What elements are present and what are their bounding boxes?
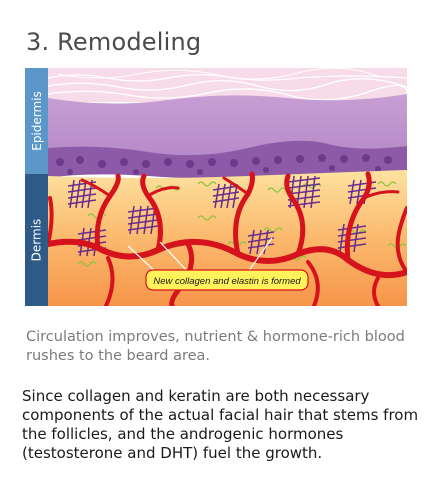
caption: Circulation improves, nutrient & hormone… bbox=[26, 329, 405, 364]
dermis-label: Dermis bbox=[25, 174, 48, 306]
dermis-label-text: Dermis bbox=[29, 218, 44, 262]
epidermis-label: Epidermis bbox=[25, 68, 48, 174]
dermis-layer bbox=[48, 170, 407, 306]
collagen-callout: New collagen and elastin is formed bbox=[145, 269, 309, 291]
skin-cross-section-diagram: New collagen and elastin is formed bbox=[48, 68, 407, 306]
basal-layer bbox=[48, 140, 407, 180]
collagen-callout-text: New collagen and elastin is formed bbox=[153, 276, 301, 287]
body-paragraph: Since collagen and keratin are both nece… bbox=[22, 387, 419, 462]
epidermis-label-text: Epidermis bbox=[29, 91, 44, 151]
page-title: 3. Remodeling bbox=[26, 28, 202, 56]
callout-pointers bbox=[127, 237, 273, 275]
